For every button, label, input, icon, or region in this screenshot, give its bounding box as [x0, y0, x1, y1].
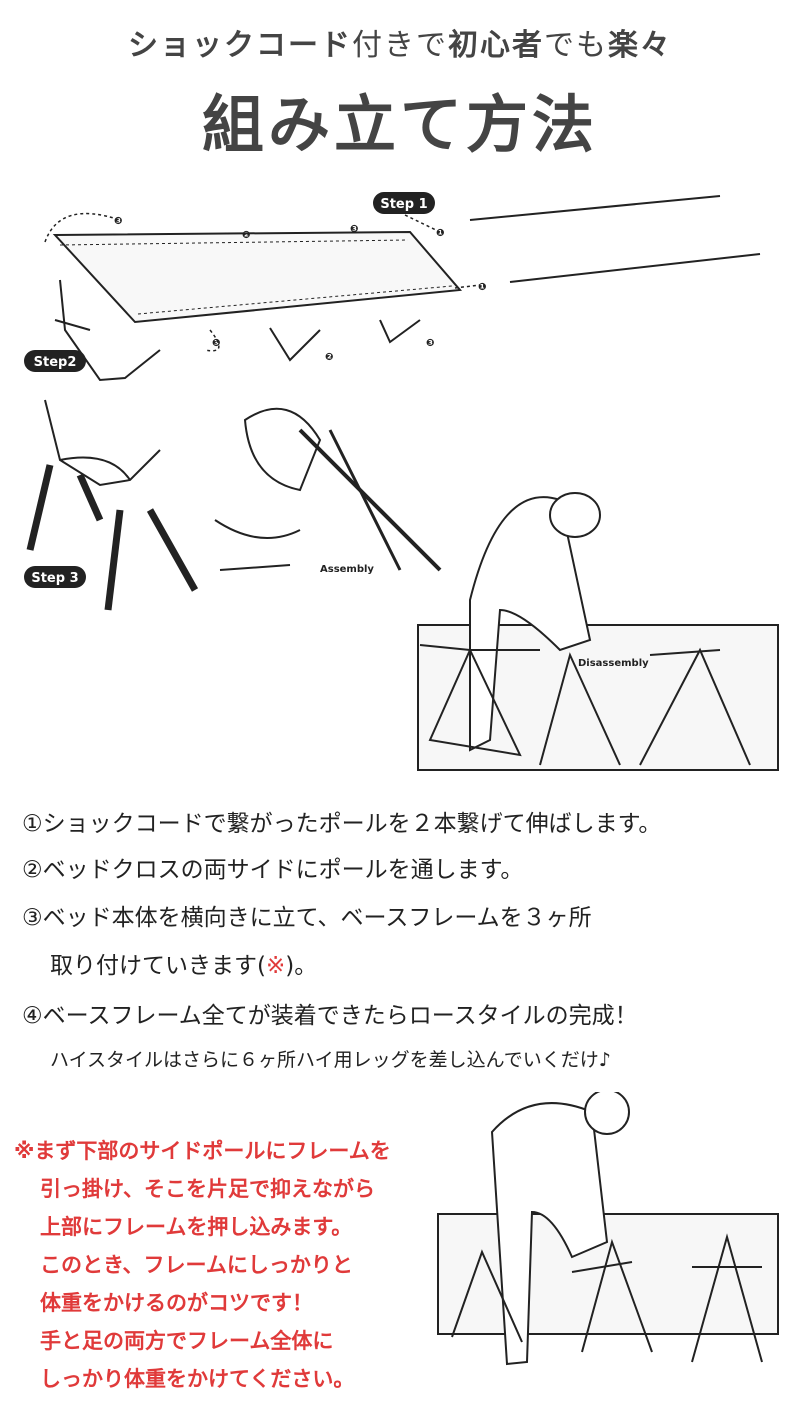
- subtitle-part4: でも: [544, 28, 608, 63]
- step3-label: Step 3: [31, 571, 78, 586]
- marker-1b: ❶: [478, 282, 487, 293]
- note-line-5: 体重をかけるのがコツです！: [40, 1291, 313, 1315]
- step-3-line1: ③ベッド本体を横向きに立て、ベースフレームを３ヶ所: [22, 905, 592, 931]
- step1-label: Step 1: [380, 197, 427, 212]
- pole-lower: [509, 253, 761, 283]
- note-line-3: 上部にフレームを押し込みます。: [40, 1215, 353, 1239]
- subtitle: ショックコード付きで初心者でも楽々: [0, 20, 800, 64]
- step3-badge: [24, 566, 86, 588]
- bed-cloth: [52, 230, 463, 324]
- assembly-illustration: Step 1 Step2 Step 3 ❸ ❷ ❸ ❶ ❶ ❸ ❷ ❸ Asse…: [24, 192, 779, 771]
- subtitle-part3: 初心者: [448, 28, 544, 63]
- step1-badge: [373, 192, 435, 214]
- step-1: ①ショックコードで繋がったポールを２本繋げて伸ばします。: [22, 811, 662, 837]
- note-line-2: 引っ掛け、そこを片足で抑えながら: [40, 1177, 375, 1201]
- assembly-label: Assembly: [320, 564, 374, 575]
- note-line-7: しっかり体重をかけてください。: [40, 1367, 355, 1391]
- marker-2b: ❷: [325, 352, 334, 363]
- step-3-line2: 取り付けていきます(※)。: [50, 950, 317, 982]
- marker-2a: ❷: [242, 230, 251, 241]
- step-4-line1: ④ベースフレーム全てが装着できたらロースタイルの完成！: [22, 1003, 638, 1029]
- step-3-note-mark: ※: [265, 953, 286, 979]
- step-3-line2-b: )。: [285, 953, 318, 979]
- pole-upper: [469, 195, 721, 221]
- note-line-6: 手と足の両方でフレーム全体に: [40, 1329, 334, 1353]
- step-2: ②ベッドクロスの両サイドにポールを通します。: [22, 857, 524, 883]
- step-4-line2: ハイスタイルはさらに６ヶ所ハイ用レッグを差し込んでいくだけ♪: [50, 1049, 611, 1071]
- tip-note: ※まず下部のサイドポールにフレームを 引っ掛け、そこを片足で抑えながら 上部にフ…: [14, 1132, 484, 1398]
- frame-press-illustration: [437, 1092, 779, 1366]
- step2-badge: [24, 350, 86, 372]
- marker-3b: ❸: [350, 224, 359, 235]
- page-title: 組み立て方法: [201, 88, 598, 161]
- note-line-4: このとき、フレームにしっかりと: [40, 1253, 353, 1277]
- step2-label: Step2: [34, 355, 77, 370]
- marker-3a: ❸: [114, 216, 123, 227]
- subtitle-part2: 付きで: [352, 28, 448, 63]
- marker-1a: ❶: [436, 228, 445, 239]
- marker-3d: ❸: [426, 338, 435, 349]
- disassembly-label: Disassembly: [578, 658, 649, 669]
- subtitle-part5: 楽々: [608, 28, 672, 63]
- marker-3c: ❸: [212, 338, 221, 349]
- step-3-line2-a: 取り付けていきます(: [50, 953, 266, 979]
- subtitle-part1: ショックコード: [128, 28, 352, 63]
- note-line-1: ※まず下部のサイドポールにフレームを: [14, 1139, 391, 1163]
